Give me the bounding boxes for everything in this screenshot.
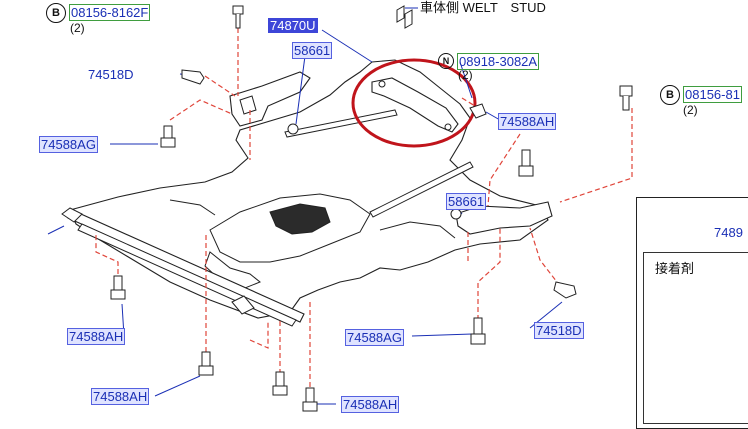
assembly-lines xyxy=(95,28,633,395)
panel-inner-contour xyxy=(209,193,371,263)
cross-member xyxy=(67,209,305,323)
clip-74518D-right xyxy=(553,281,577,299)
label-inset-part[interactable]: 7489 xyxy=(714,225,743,240)
clip-58661-mid-shape xyxy=(450,208,462,220)
cross-bracket-mid xyxy=(231,295,255,315)
panel-contour-3 xyxy=(169,199,216,216)
label-58661-top[interactable]: 58661 xyxy=(292,42,333,59)
screw-74588AH-bottom-center xyxy=(272,371,288,396)
cross-bracket-left xyxy=(61,207,83,223)
cross-member-lower xyxy=(77,223,297,327)
ref-b-left-icon: B xyxy=(46,3,66,23)
bracket-right xyxy=(455,201,553,235)
qty-b-left: (2) xyxy=(70,21,85,35)
bolt-right xyxy=(619,85,633,111)
panel-step xyxy=(204,251,261,291)
ref-n-icon: N xyxy=(438,53,454,69)
clip-58661-top-shape xyxy=(287,123,299,135)
clip-74518D-left xyxy=(181,69,205,85)
label-74588AH-left[interactable]: 74588AH xyxy=(67,328,126,345)
screw-74588AH-right xyxy=(518,149,534,177)
label-74588AG-center[interactable]: 74588AG xyxy=(345,329,404,346)
panel-dark-recess xyxy=(269,203,331,235)
label-74588AH-bottom-center[interactable]: 74588AH xyxy=(341,396,400,413)
qty-n: (2) xyxy=(458,68,473,82)
label-74870U[interactable]: 74870U xyxy=(268,18,318,33)
label-welt-stud: 車体側 WELT STUD xyxy=(420,0,546,15)
screw-74588AG-left xyxy=(160,125,176,148)
undercover-panel xyxy=(69,59,549,319)
panel-contour-2 xyxy=(379,221,456,239)
label-08156-81[interactable]: 08156-81 xyxy=(683,86,742,103)
screw-74588AH-left xyxy=(110,275,126,300)
label-74588AH-right[interactable]: 74588AH xyxy=(498,113,557,130)
inset-inner-frame xyxy=(643,252,748,424)
ref-b-right-icon: B xyxy=(660,85,680,105)
label-74588AH-bottom-left[interactable]: 74588AH xyxy=(91,388,150,405)
highlight-circle xyxy=(351,58,477,148)
strap-2 xyxy=(369,161,474,218)
welt-stud-top xyxy=(396,5,405,23)
bolt-top xyxy=(232,5,244,29)
strap-1 xyxy=(284,109,398,138)
label-08918-3082A[interactable]: 08918-3082A xyxy=(457,53,540,70)
label-08156-8162F[interactable]: 08156-8162F xyxy=(69,4,151,21)
screw-bottom-2 xyxy=(302,387,318,412)
screw-74588AH-bottom-left xyxy=(198,351,214,376)
qty-b-right: (2) xyxy=(683,103,698,117)
label-58661-mid[interactable]: 58661 xyxy=(446,193,487,210)
label-74518D-left[interactable]: 74518D xyxy=(88,67,134,82)
label-adhesive: 接着剤 xyxy=(655,261,695,276)
screw-74588AG-center xyxy=(470,317,486,345)
bracket-74870U xyxy=(371,77,459,133)
label-74518D-right[interactable]: 74518D xyxy=(534,322,584,339)
nut-08918 xyxy=(469,103,487,119)
label-74588AG-left[interactable]: 74588AG xyxy=(39,136,98,153)
